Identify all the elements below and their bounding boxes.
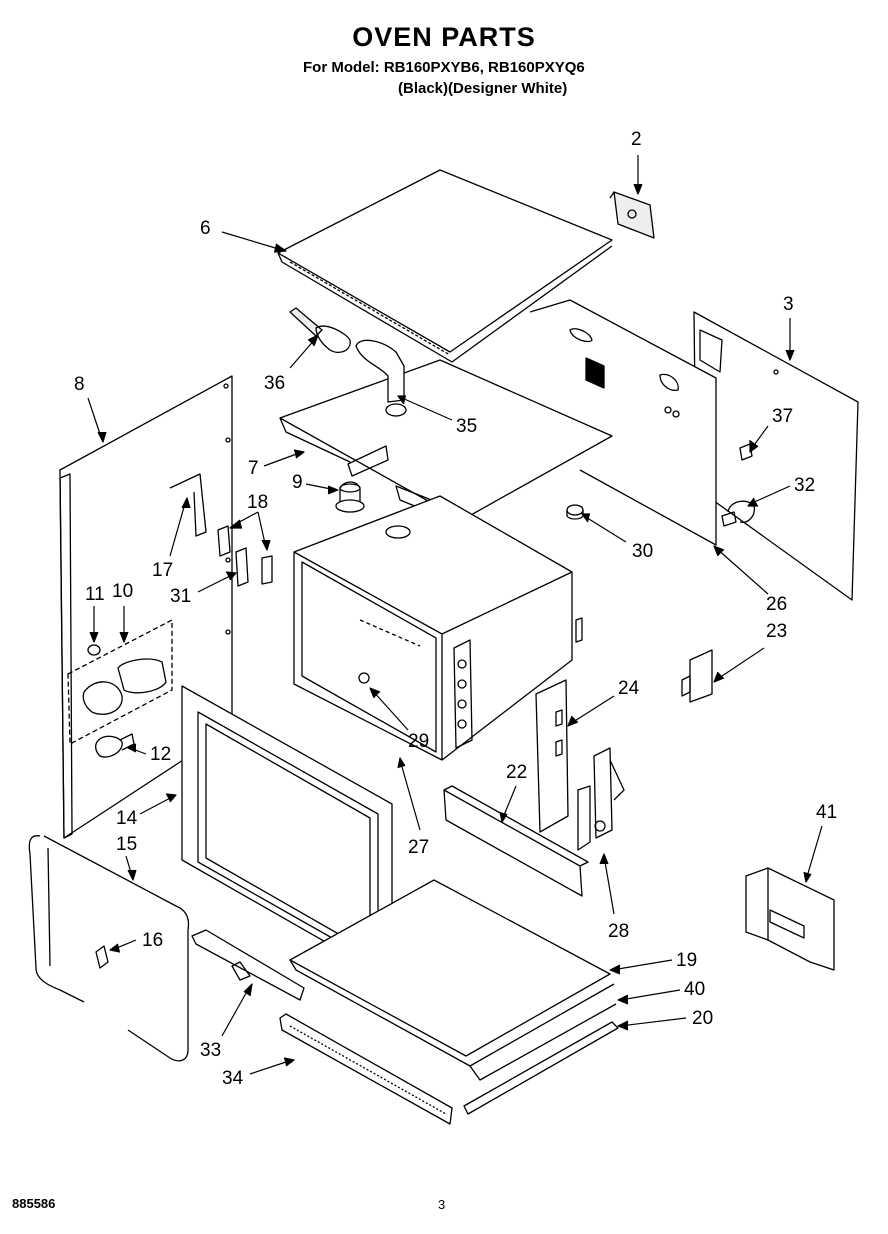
part-20-front-strip (463, 1021, 619, 1115)
callout-11: 11 (85, 584, 105, 605)
callout-2: 2 (631, 129, 642, 150)
callout-29: 29 (408, 731, 429, 752)
callout-20: 20 (692, 1008, 713, 1029)
callout-8: 8 (74, 374, 85, 395)
callout-41: 41 (816, 802, 837, 823)
callout-34: 34 (222, 1068, 244, 1089)
callout-37: 37 (772, 406, 793, 427)
callout-14: 14 (116, 808, 138, 829)
callout-30: 30 (632, 541, 653, 562)
callout-22: 22 (506, 762, 527, 783)
part-36-burner-tube (289, 307, 351, 354)
part-41-bracket (745, 867, 835, 971)
callout-16: 16 (142, 930, 163, 951)
callout-9: 9 (292, 472, 303, 493)
part-17-bracket (169, 473, 207, 537)
part-15-gasket (28, 835, 190, 1062)
part-3-rear-panel (693, 311, 859, 601)
callout-10: 10 (112, 581, 133, 602)
callout-24: 24 (618, 678, 640, 699)
callout-27: 27 (408, 837, 429, 858)
page-number: 3 (438, 1197, 446, 1212)
callout-28: 28 (608, 921, 629, 942)
part-12-lamp-bulb (94, 733, 135, 758)
callout-26: 26 (766, 594, 787, 615)
callout-33: 33 (200, 1040, 221, 1061)
callout-17: 17 (152, 560, 173, 581)
callout-19: 19 (676, 950, 697, 971)
callout-32: 32 (794, 475, 815, 496)
part-31-switch (235, 547, 249, 587)
part-2-bracket (609, 191, 655, 239)
part-22-rail (443, 785, 589, 897)
part-40-insulation (469, 1003, 617, 1081)
part-34-toe-kick (279, 1013, 453, 1125)
part-28-hinge (577, 747, 625, 851)
callout-23: 23 (766, 621, 787, 642)
part-26-back-panel (529, 299, 717, 546)
part-23-bracket (681, 649, 713, 703)
callout-40: 40 (684, 979, 705, 1000)
callout-35: 35 (456, 416, 477, 437)
part-10-lamp-socket (67, 619, 173, 745)
callout-18: 18 (247, 492, 268, 513)
page-title: OVEN PARTS (352, 22, 536, 52)
callout-31: 31 (170, 586, 191, 607)
callout-3: 3 (783, 294, 794, 315)
part-37-clip (739, 443, 753, 461)
part-33-flue-deflector (191, 929, 305, 1001)
model-line: For Model: RB160PXYB6, RB160PXYQ6 (303, 59, 585, 76)
document-number: 885586 (12, 1196, 56, 1211)
callout-7: 7 (248, 458, 259, 479)
part-9-igniter (335, 481, 365, 513)
part-6-top-panel (277, 169, 613, 363)
part-19-bottom-panel (289, 879, 615, 1067)
part-16-clip (95, 945, 109, 969)
leader-arrows (87, 155, 823, 1075)
callout-15: 15 (116, 834, 137, 855)
part-18-switch (217, 525, 273, 585)
callout-12: 12 (150, 744, 171, 765)
callout-36: 36 (264, 373, 285, 394)
color-line: (Black)(Designer White) (398, 80, 568, 97)
part-30-plug (566, 504, 584, 520)
callout-labels: 2 6 3 36 35 8 37 7 9 32 18 17 30 31 26 1… (74, 129, 837, 1089)
part-24-side-channel (535, 679, 569, 833)
part-27-oven-cavity (293, 495, 583, 761)
part-11-grommet (87, 644, 101, 656)
callout-6: 6 (200, 218, 211, 239)
